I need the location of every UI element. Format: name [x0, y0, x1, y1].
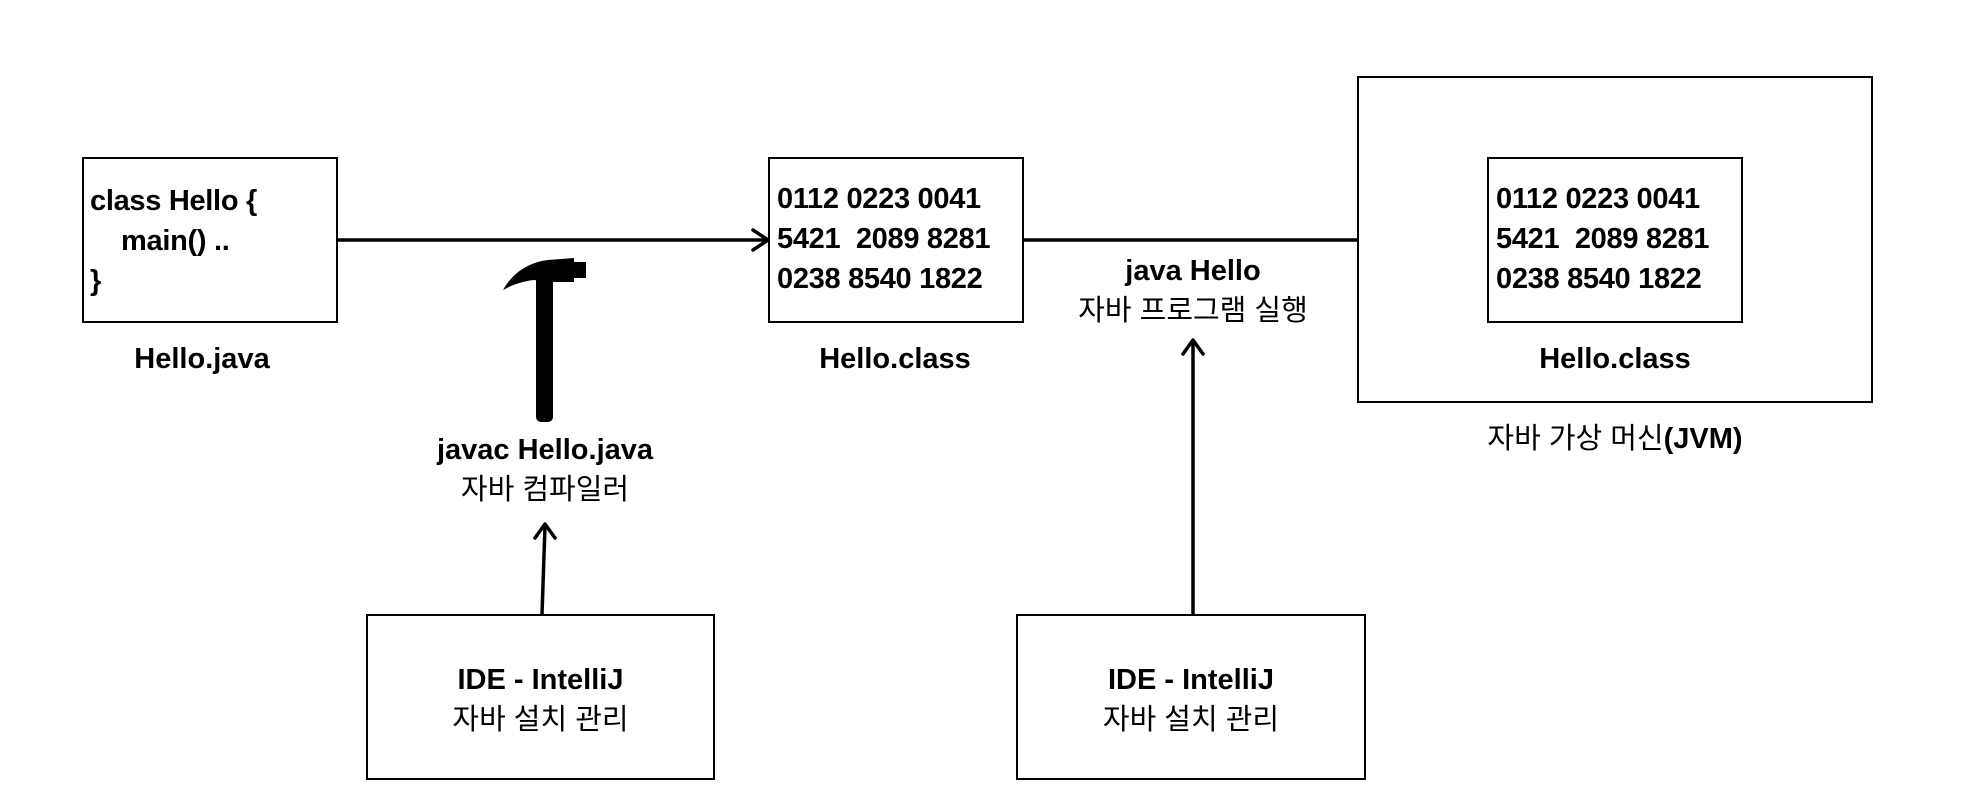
jvm-caption-text: 자바 가상 머신: [1487, 423, 1664, 455]
bytecode-line: 5421 2089 8281: [777, 223, 991, 255]
ide-left-subtitle: 자바 설치 관리: [452, 704, 629, 736]
hammer-icon: [503, 258, 586, 422]
code-line: }: [90, 265, 101, 297]
jvm-bytecode-box: 0112 0223 0041 5421 2089 8281 0238 8540 …: [1487, 157, 1743, 323]
bytecode-box: 0112 0223 0041 5421 2089 8281 0238 8540 …: [768, 157, 1024, 323]
jvm-bytecode: 0112 0223 0041 5421 2089 8281 0238 8540 …: [1496, 179, 1710, 299]
ide-left-box: IDE - IntelliJ 자바 설치 관리: [366, 614, 715, 780]
jvm-caption-abbrev: (JVM): [1663, 423, 1743, 455]
jvm-bytecode-caption: Hello.class: [1539, 343, 1691, 375]
arrow-ide-right-head: [1181, 338, 1205, 356]
compiler-command: javac Hello.java: [436, 434, 654, 466]
jvm-caption: 자바 가상 머신(JVM): [1487, 419, 1742, 459]
source-code: class Hello { main() .. }: [90, 181, 257, 301]
arrow-ide-left-head: [533, 522, 557, 540]
bytecode: 0112 0223 0041 5421 2089 8281 0238 8540 …: [777, 179, 991, 299]
arrow-ide-left: [540, 524, 547, 616]
bytecode-line: 0112 0223 0041: [1496, 183, 1700, 215]
bytecode-line: 0112 0223 0041: [777, 183, 981, 215]
compiler-description: 자바 컴파일러: [460, 474, 630, 506]
code-line: class Hello {: [90, 185, 257, 217]
source-code-box: class Hello { main() .. }: [82, 157, 338, 323]
ide-right-box: IDE - IntelliJ 자바 설치 관리: [1016, 614, 1366, 780]
ide-right-subtitle: 자바 설치 관리: [1102, 704, 1280, 736]
source-file-caption: Hello.java: [134, 343, 270, 375]
bytecode-line: 0238 8540 1822: [1496, 263, 1702, 295]
compiler-label: javac Hello.java 자바 컴파일러: [437, 430, 653, 510]
bytecode-line: 0238 8540 1822: [777, 263, 983, 295]
ide-left-content: IDE - IntelliJ 자바 설치 관리: [368, 660, 713, 740]
bytecode-line: 5421 2089 8281: [1496, 223, 1710, 255]
ide-right-title: IDE - IntelliJ: [1108, 664, 1274, 696]
runner-description: 자바 프로그램 실행: [1078, 295, 1308, 327]
code-line: main() ..: [90, 225, 230, 257]
runner-command: java Hello: [1125, 255, 1261, 287]
bytecode-file-caption: Hello.class: [819, 343, 971, 375]
runner-label: java Hello 자바 프로그램 실행: [1078, 251, 1308, 331]
ide-left-title: IDE - IntelliJ: [457, 664, 624, 696]
ide-right-content: IDE - IntelliJ 자바 설치 관리: [1018, 660, 1364, 740]
